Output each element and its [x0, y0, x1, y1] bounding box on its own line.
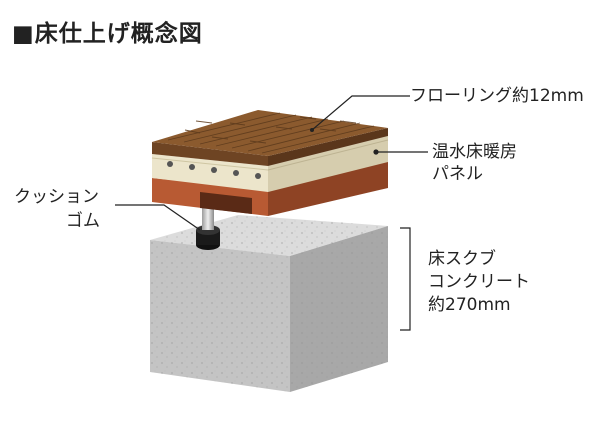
flooring	[152, 110, 388, 166]
concrete-slab	[150, 215, 388, 392]
label-slab-3: 約270mm	[428, 295, 511, 315]
bracket-slab	[400, 227, 411, 331]
label-slab-1: 床スクブ	[428, 249, 496, 269]
floor-heating-panel	[151, 136, 389, 192]
heating-pipes	[167, 161, 261, 179]
label-heating-2: パネル	[432, 164, 483, 184]
label-slab-2: コンクリート	[428, 272, 530, 292]
label-cushion-1: クッション	[14, 187, 99, 207]
leader-cushion	[115, 204, 201, 231]
leader-flooring	[311, 95, 410, 131]
leader-lines	[115, 95, 428, 331]
label-flooring: フローリング約12mm	[410, 86, 584, 106]
diagram-title: ■床仕上げ概念図	[12, 21, 203, 47]
label-cushion-2: ゴム	[66, 211, 100, 231]
label-heating-1: 温水床暖房	[432, 142, 517, 162]
